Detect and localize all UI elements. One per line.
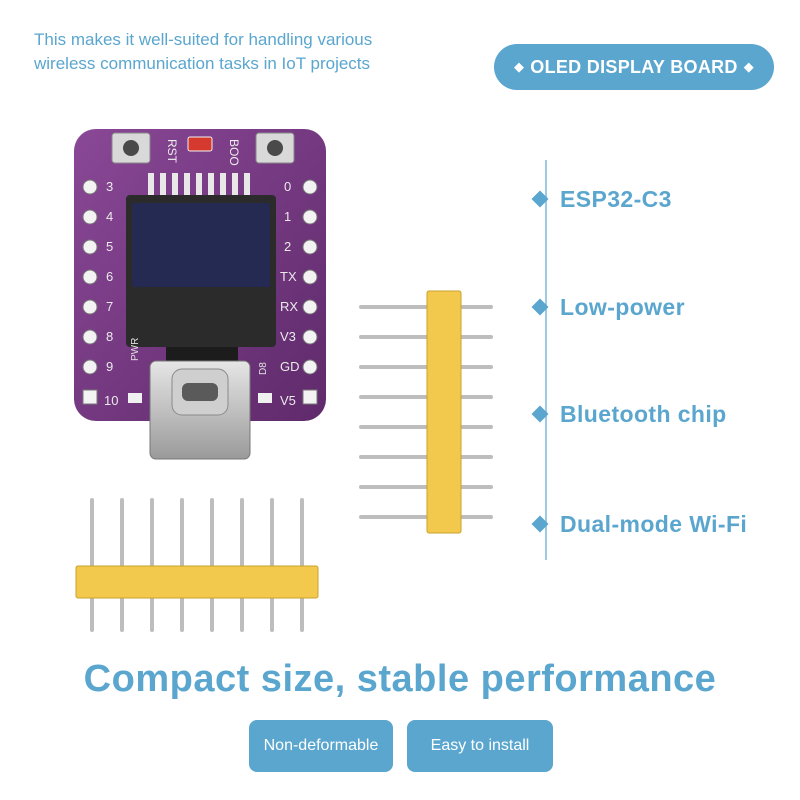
header-pins	[359, 305, 493, 519]
pill-non-deformable: Non-deformable	[249, 720, 393, 772]
feature-item: Low-power	[531, 292, 685, 322]
pin-label-left: 10	[104, 393, 118, 408]
pin-label-right: TX	[280, 269, 297, 284]
led-icon	[128, 393, 142, 403]
pin-label-right: 0	[284, 179, 291, 194]
intro-line-1: This makes it well-suited for handling v…	[34, 30, 373, 49]
diamond-icon	[531, 190, 549, 208]
header-plastic	[426, 290, 462, 534]
display-connector	[148, 173, 250, 195]
pin-label-left: 7	[106, 299, 113, 314]
diamond-icon	[531, 515, 549, 533]
product-badge: ◆ OLED DISPLAY BOARD ◆	[494, 44, 774, 90]
intro-text: This makes it well-suited for handling v…	[34, 28, 474, 76]
pin-label-left: 8	[106, 329, 113, 344]
pin-label-right: GD	[280, 359, 300, 374]
vertical-pin-header-illustration	[359, 290, 493, 534]
horizontal-pin-header-illustration	[75, 498, 319, 632]
d8-label: D8	[258, 362, 269, 375]
pin-label-left: 3	[106, 179, 113, 194]
timeline-line	[545, 160, 547, 560]
feature-label: Bluetooth chip	[560, 400, 727, 427]
feature-label: Low-power	[560, 293, 685, 320]
feature-timeline	[540, 160, 552, 560]
led-icon	[258, 393, 272, 403]
boo-label: BOO	[227, 139, 241, 166]
pin-label-left: 4	[106, 209, 113, 224]
pin-label-left: 5	[106, 239, 113, 254]
boot-button-icon	[255, 132, 295, 164]
oled-screen	[132, 203, 270, 287]
diamond-icon: ◆	[513, 59, 525, 74]
pin-label-right: RX	[280, 299, 298, 314]
feature-item: Bluetooth chip	[531, 399, 727, 429]
header-plastic	[75, 565, 319, 599]
pin-label-right: 2	[284, 239, 291, 254]
intro-line-2: wireless communication tasks in IoT proj…	[34, 54, 371, 73]
pwr-label: PWR	[130, 338, 141, 361]
pin-label-left: 9	[106, 359, 113, 374]
board-illustration: RST BOO 3 4 5 6 7 8 9 10 0 1 2 TX RX V3 …	[74, 129, 326, 460]
pin-label-right: 1	[284, 209, 291, 224]
pin-label-right: V3	[280, 329, 296, 344]
left-pins	[82, 179, 98, 405]
badge-label: OLED DISPLAY BOARD	[530, 56, 738, 77]
feature-item: Dual-mode Wi-Fi	[531, 509, 748, 539]
right-pins	[302, 179, 318, 405]
diamond-icon	[531, 405, 549, 423]
led-icon	[187, 136, 213, 152]
feature-label: Dual-mode Wi-Fi	[560, 510, 748, 537]
pin-label-right: V5	[280, 393, 296, 408]
diamond-icon: ◆	[743, 59, 755, 74]
pill-easy-to-install: Easy to install	[407, 720, 553, 772]
usb-c-port-icon	[149, 360, 251, 460]
rst-label: RST	[165, 139, 179, 164]
feature-label: ESP32-C3	[560, 185, 672, 212]
feature-item: ESP32-C3	[531, 184, 672, 214]
pin-label-left: 6	[106, 269, 113, 284]
rst-button-icon	[111, 132, 151, 164]
header-pins	[90, 498, 304, 632]
diamond-icon	[531, 298, 549, 316]
headline: Compact size, stable performance	[83, 658, 717, 700]
